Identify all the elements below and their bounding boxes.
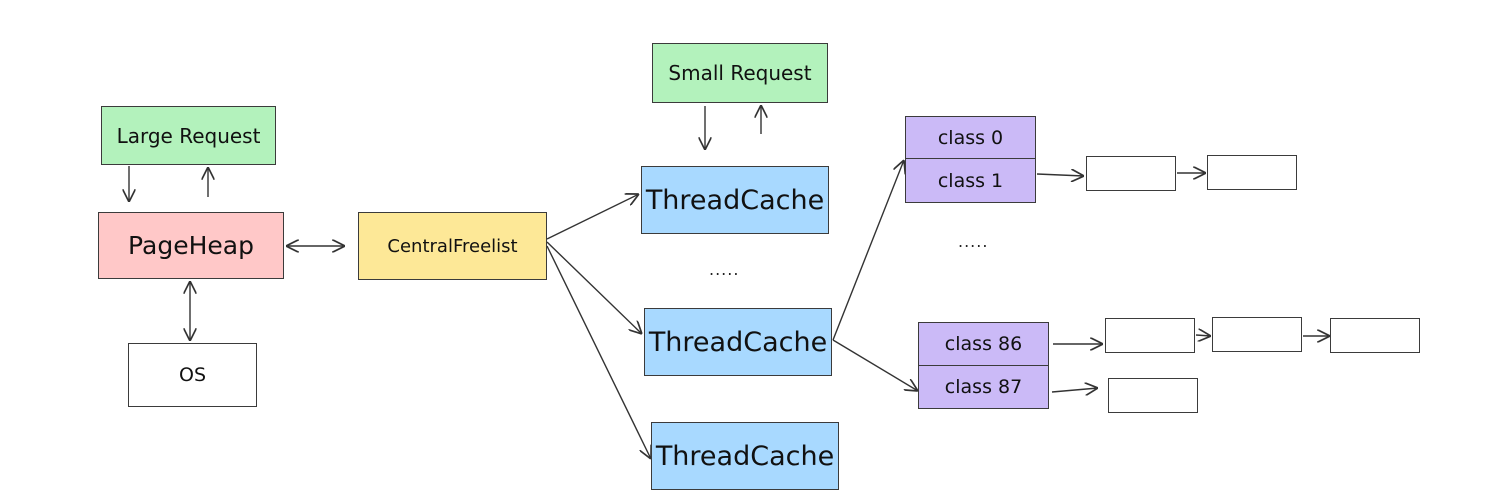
- size-class-label: class 86: [944, 333, 1023, 355]
- free-object-block: [1108, 378, 1198, 413]
- free-object-block: [1207, 155, 1297, 190]
- arrow-class-87-to-object: [1051, 388, 1098, 392]
- size-class-87: class 87: [919, 366, 1048, 408]
- threadcache-box: ThreadCache: [644, 308, 832, 376]
- pageheap-label: PageHeap: [128, 231, 254, 260]
- arrow-threadcache-to-class-0: [832, 160, 904, 341]
- threadcache-box: ThreadCache: [651, 422, 839, 490]
- size-class-1: class 1: [906, 159, 1035, 202]
- threadcache-label: ThreadCache: [655, 440, 835, 472]
- central-freelist-box: CentralFreelist: [358, 212, 547, 280]
- arrow-object-to-object: [1195, 335, 1211, 336]
- free-object-block: [1212, 317, 1302, 352]
- size-class-group-top: class 0 class 1: [905, 116, 1036, 203]
- threadcache-ellipsis: .....: [709, 260, 740, 279]
- arrow-threadcache-to-class-86: [832, 339, 918, 391]
- pageheap-box: PageHeap: [98, 212, 284, 279]
- small-request-label: Small Request: [668, 61, 812, 85]
- large-request-box: Large Request: [101, 106, 276, 165]
- free-object-block: [1330, 318, 1420, 353]
- arrow-centralfreelist-to-threadcache-2: [546, 241, 642, 334]
- small-request-box: Small Request: [652, 43, 828, 103]
- arrow-class-1-to-object: [1036, 174, 1084, 176]
- size-class-86: class 86: [919, 323, 1048, 365]
- size-class-label: class 1: [937, 169, 1004, 192]
- threadcache-box: ThreadCache: [641, 166, 829, 234]
- size-class-group-bottom: class 86 class 87: [918, 322, 1049, 409]
- threadcache-label: ThreadCache: [648, 326, 828, 358]
- size-class-label: class 0: [937, 126, 1004, 149]
- divider: [906, 158, 1035, 159]
- arrow-centralfreelist-to-threadcache-1: [546, 194, 639, 240]
- free-object-block: [1086, 156, 1176, 191]
- size-class-label: class 87: [944, 376, 1023, 398]
- divider: [919, 365, 1048, 366]
- size-class-0: class 0: [906, 117, 1035, 158]
- arrow-centralfreelist-to-threadcache-3: [546, 245, 651, 459]
- size-class-ellipsis: .....: [958, 232, 989, 251]
- os-box: OS: [128, 343, 257, 407]
- large-request-label: Large Request: [116, 123, 261, 148]
- threadcache-label: ThreadCache: [645, 184, 825, 216]
- free-object-block: [1105, 318, 1195, 353]
- central-freelist-label: CentralFreelist: [387, 235, 518, 257]
- os-label: OS: [178, 364, 206, 386]
